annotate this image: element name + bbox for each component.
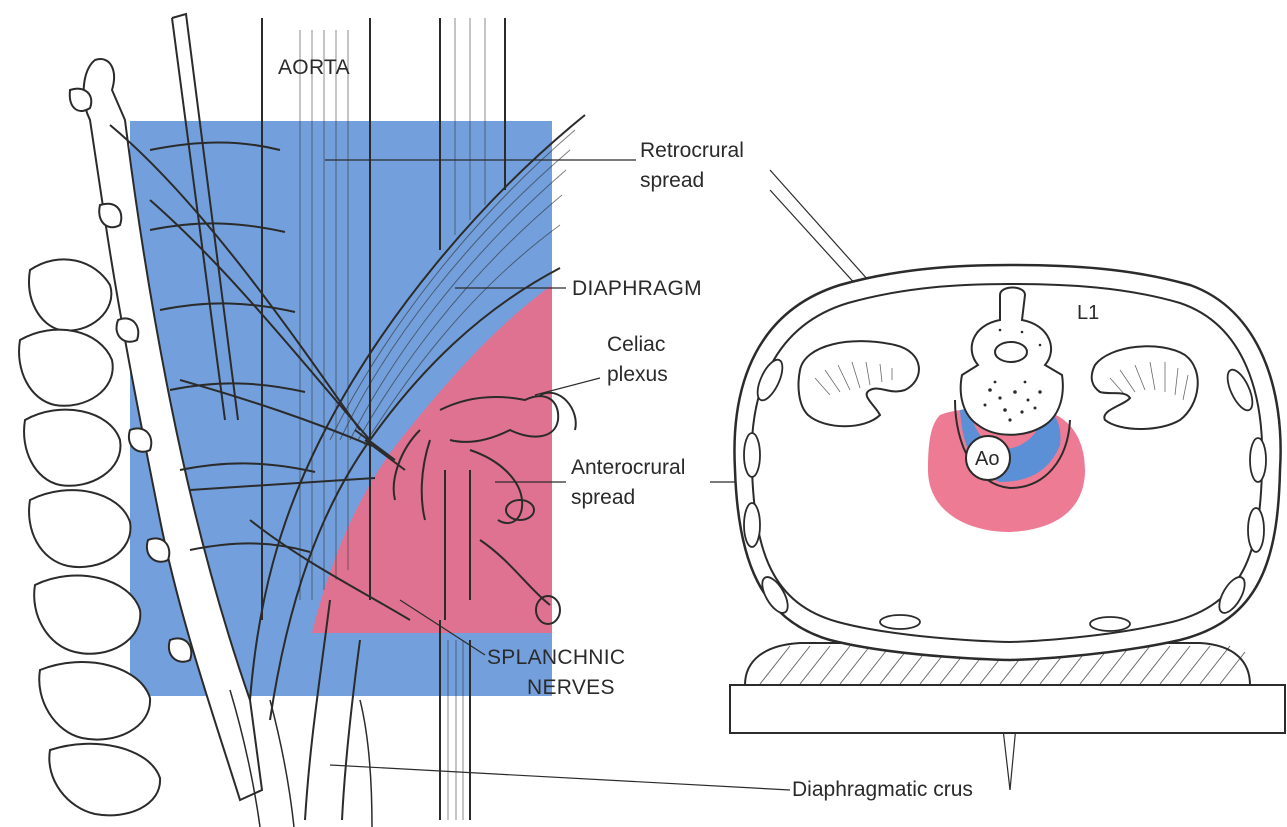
- retrocrural-label-line2: spread: [640, 168, 704, 194]
- splanchnic-label-line1: SPLANCHNIC: [487, 645, 625, 671]
- table-surface: [730, 685, 1285, 733]
- celiac-label-line2: plexus: [607, 362, 668, 388]
- l1-label: L1: [1077, 300, 1099, 326]
- celiac-label-line1: Celiac: [607, 332, 665, 358]
- anterocrural-label-line1: Anterocrural: [571, 455, 685, 481]
- aorta-label: AORTA: [278, 55, 350, 81]
- axial-view: [730, 265, 1285, 733]
- diaphragmatic-crus-label: Diaphragmatic crus: [792, 777, 973, 803]
- splanchnic-label-line2: NERVES: [527, 675, 615, 701]
- sagittal-view: [19, 14, 585, 827]
- anterocrural-label-line2: spread: [571, 485, 635, 511]
- ao-label: Ao: [975, 446, 999, 472]
- retrocrural-label-line1: Retrocrural: [640, 138, 744, 164]
- right-kidney: [1092, 346, 1198, 429]
- crus-leader-left: [330, 765, 790, 790]
- diaphragm-label: DIAPHRAGM: [572, 276, 702, 302]
